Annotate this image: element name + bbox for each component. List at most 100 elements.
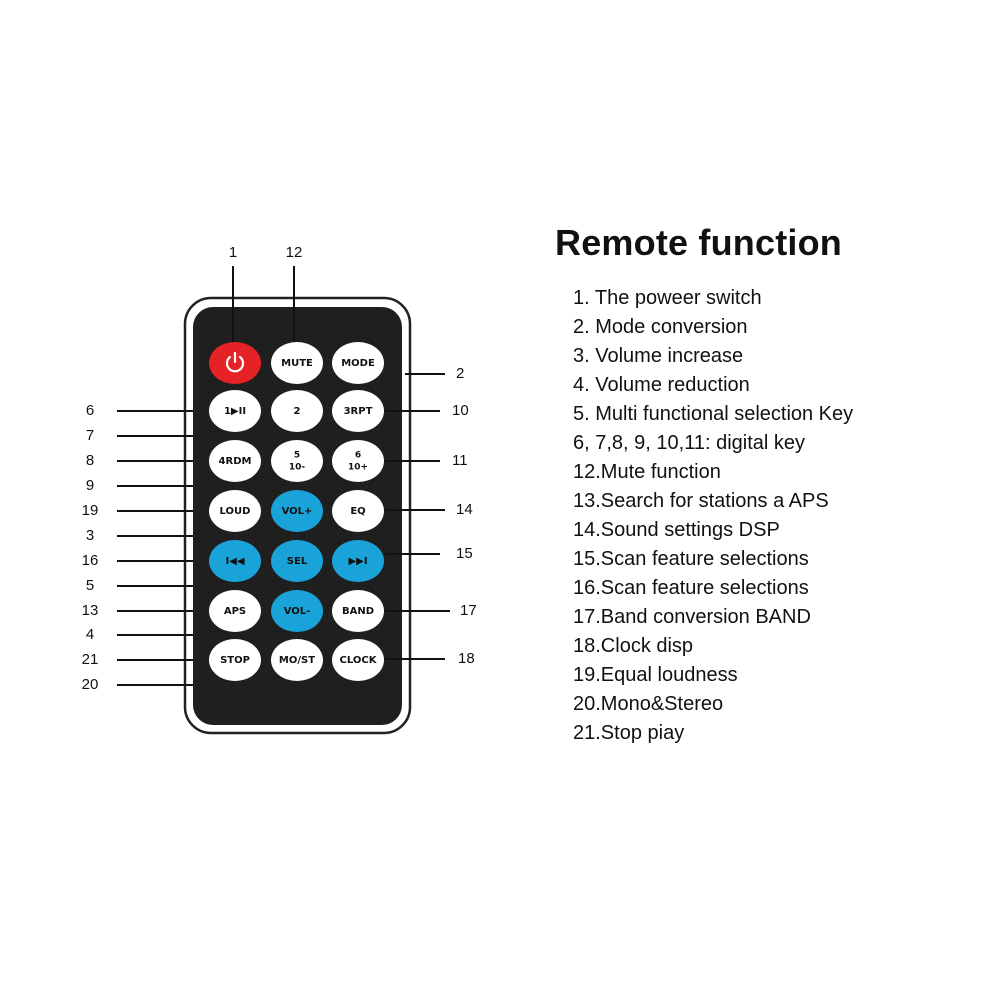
key-5-button[interactable]: 510- bbox=[271, 440, 323, 482]
clock-button-shape bbox=[332, 639, 384, 681]
key-2-button-shape bbox=[271, 390, 323, 432]
loud-button-shape bbox=[209, 490, 261, 532]
callout-number: 7 bbox=[86, 427, 94, 444]
prev-button-shape bbox=[209, 540, 261, 582]
rpt-label: 3RPT bbox=[344, 406, 373, 417]
eq-button-shape bbox=[332, 490, 384, 532]
legend-item: 12.Mute function bbox=[573, 461, 721, 483]
vol-down-button[interactable]: VOL- bbox=[271, 590, 323, 632]
legend-item: 18.Clock disp bbox=[573, 635, 694, 657]
callout-number: 4 bbox=[86, 626, 94, 643]
callout-number: 18 bbox=[458, 650, 475, 667]
key-6-label: 6 bbox=[355, 451, 361, 461]
next-button-shape bbox=[332, 540, 384, 582]
vol-up-label: VOL+ bbox=[282, 506, 313, 517]
stop-button-shape bbox=[209, 639, 261, 681]
rdm-button-shape bbox=[209, 440, 261, 482]
rpt-button-shape bbox=[332, 390, 384, 432]
eq-button[interactable]: EQ bbox=[332, 490, 384, 532]
play-pause-button[interactable]: 1▶II bbox=[209, 390, 261, 432]
legend-item: 15.Scan feature selections bbox=[573, 548, 809, 570]
mode-button[interactable]: MODE bbox=[332, 342, 384, 384]
callout-number: 8 bbox=[86, 452, 94, 469]
key-5-button-shape bbox=[271, 440, 323, 482]
play-pause-label: 1▶II bbox=[224, 406, 246, 417]
aps-label: APS bbox=[224, 606, 246, 617]
sel-button[interactable]: SEL bbox=[271, 540, 323, 582]
legend-item: 3. Volume increase bbox=[573, 345, 744, 367]
next-button[interactable]: ▶▶I bbox=[332, 540, 384, 582]
loud-button[interactable]: LOUD bbox=[209, 490, 261, 532]
callout-number: 5 bbox=[86, 577, 94, 594]
vol-up-button-shape bbox=[271, 490, 323, 532]
legend-item: 1. The poweer switch bbox=[573, 287, 762, 309]
legend-item: 6, 7,8, 9, 10,11: digital key bbox=[573, 432, 806, 454]
clock-button[interactable]: CLOCK bbox=[332, 639, 384, 681]
vol-up-button[interactable]: VOL+ bbox=[271, 490, 323, 532]
callout-number: 14 bbox=[456, 501, 473, 518]
power-button[interactable] bbox=[209, 342, 261, 384]
next-label: ▶▶I bbox=[348, 556, 367, 567]
key-6-sublabel: 10+ bbox=[348, 463, 368, 473]
legend-item: 13.Search for stations a APS bbox=[573, 490, 829, 512]
prev-button[interactable]: I◀◀ bbox=[209, 540, 261, 582]
callout-number: 2 bbox=[456, 365, 464, 382]
band-button-shape bbox=[332, 590, 384, 632]
stop-label: STOP bbox=[220, 655, 250, 666]
key-6-button[interactable]: 610+ bbox=[332, 440, 384, 482]
mo-st-button[interactable]: MO/ST bbox=[271, 639, 323, 681]
callout-number: 21 bbox=[82, 651, 99, 668]
callout-number: 3 bbox=[86, 527, 94, 544]
sel-button-shape bbox=[271, 540, 323, 582]
eq-label: EQ bbox=[350, 506, 365, 517]
sel-label: SEL bbox=[287, 556, 308, 567]
loud-label: LOUD bbox=[220, 506, 251, 517]
legend-item: 14.Sound settings DSP bbox=[573, 519, 780, 541]
callout-number: 1 bbox=[229, 244, 237, 261]
vol-down-label: VOL- bbox=[284, 606, 311, 617]
clock-label: CLOCK bbox=[340, 655, 378, 666]
key-2-button[interactable]: 2 bbox=[271, 390, 323, 432]
key-2-label: 2 bbox=[294, 406, 301, 417]
key-6-button-shape bbox=[332, 440, 384, 482]
rpt-button[interactable]: 3RPT bbox=[332, 390, 384, 432]
callout-number: 10 bbox=[452, 402, 469, 419]
callout-number: 12 bbox=[286, 244, 303, 261]
legend-item: 16.Scan feature selections bbox=[573, 577, 809, 599]
band-label: BAND bbox=[342, 606, 374, 617]
mute-button-shape bbox=[271, 342, 323, 384]
mute-button[interactable]: MUTE bbox=[271, 342, 323, 384]
aps-button[interactable]: APS bbox=[209, 590, 261, 632]
legend-list: 1. The poweer switch 2. Mode conversion 3.… bbox=[555, 284, 995, 748]
play-pause-button-shape bbox=[209, 390, 261, 432]
mo-st-label: MO/ST bbox=[279, 655, 315, 666]
legend-item: 17.Band conversion BAND bbox=[573, 606, 811, 628]
legend-item: 2. Mode conversion bbox=[573, 316, 748, 338]
mode-label: MODE bbox=[341, 358, 375, 369]
legend-item: 21.Stop piay bbox=[573, 722, 685, 744]
callout-number: 16 bbox=[82, 552, 99, 569]
band-button[interactable]: BAND bbox=[332, 590, 384, 632]
legend-item: 19.Equal loudness bbox=[573, 664, 738, 686]
rdm-button[interactable]: 4RDM bbox=[209, 440, 261, 482]
prev-label: I◀◀ bbox=[225, 556, 244, 567]
mode-button-shape bbox=[332, 342, 384, 384]
callout-number: 19 bbox=[82, 502, 99, 519]
legend-item: 20.Mono&Stereo bbox=[573, 693, 724, 715]
leader-lines bbox=[117, 266, 450, 686]
key-5-label: 5 bbox=[294, 451, 300, 461]
stop-button[interactable]: STOP bbox=[209, 639, 261, 681]
mute-label: MUTE bbox=[281, 358, 313, 369]
mo-st-button-shape bbox=[271, 639, 323, 681]
aps-button-shape bbox=[209, 590, 261, 632]
callout-number: 17 bbox=[460, 602, 477, 619]
callout-number: 6 bbox=[86, 402, 94, 419]
callout-number: 13 bbox=[82, 602, 99, 619]
callout-number: 11 bbox=[452, 452, 468, 469]
callout-number: 20 bbox=[82, 676, 99, 693]
legend-item: 5. Multi functional selection Key bbox=[573, 403, 854, 425]
